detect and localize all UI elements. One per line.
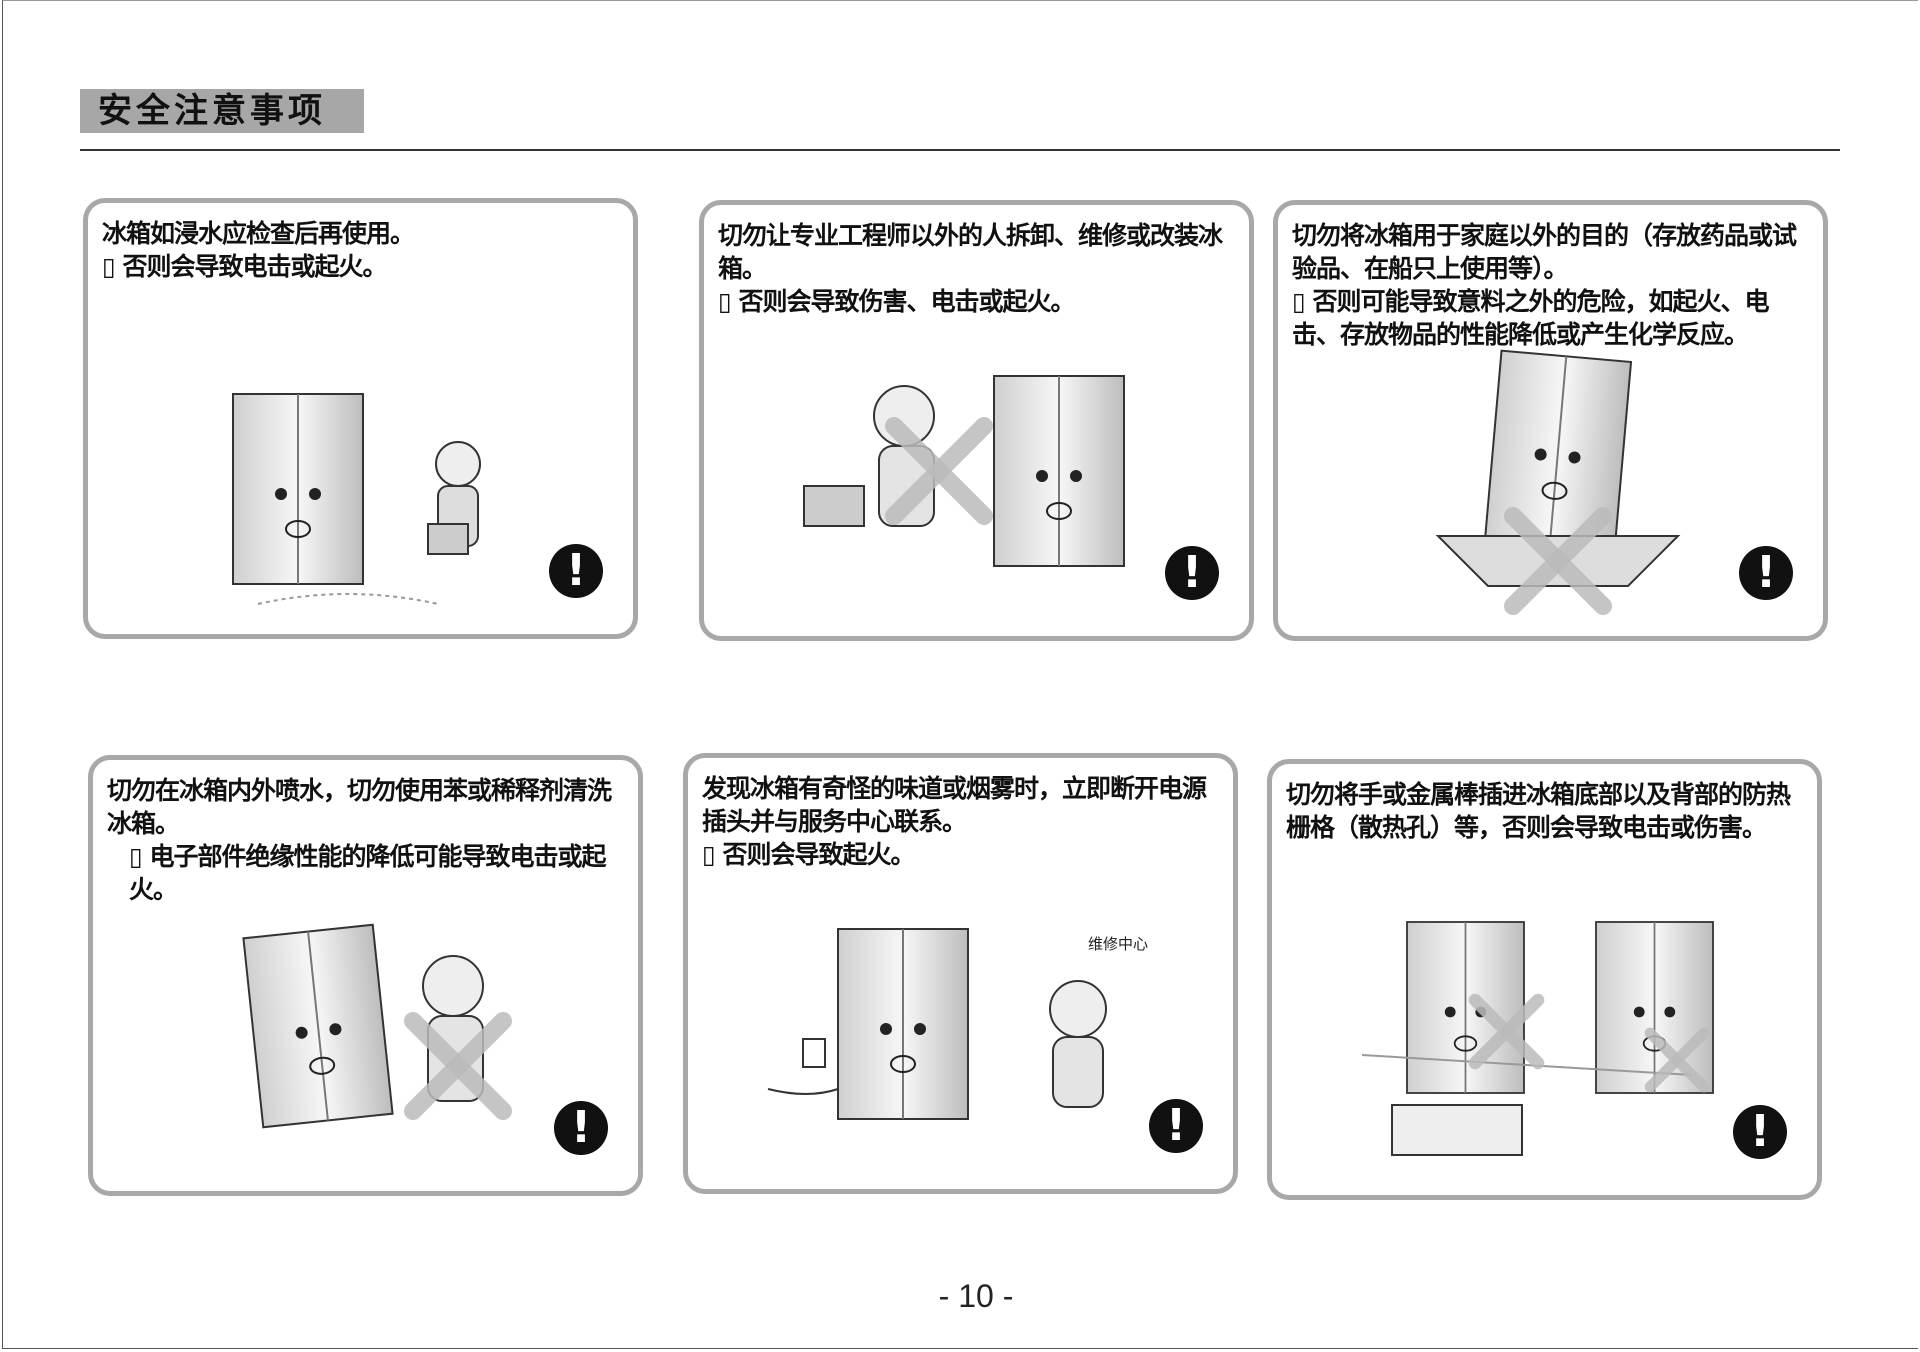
grille-hazard-illustration <box>1361 921 1714 1156</box>
warning-icon: ! <box>1733 1105 1787 1159</box>
spray-water-illustration <box>242 923 648 1129</box>
page-title: 安全注意事项 <box>80 89 364 133</box>
panel-text: ▯ 否则可能导致意料之外的危险，如起火、电击、存放物品的性能降低或产生化学反应。 <box>1292 287 1769 349</box>
panel-text: ▯ 否则会导致伤害、电击或起火。 <box>718 287 1075 316</box>
warning-icon: ! <box>554 1101 608 1155</box>
panel-text: ▯ 否则会导致起火。 <box>702 840 915 869</box>
safety-panel-spray-water: 切勿在冰箱内外喷水，切勿使用苯或稀释剂清洗冰箱。▯ 电子部件绝缘性能的降低可能导… <box>88 755 643 1196</box>
panel-text: 切勿将手或金属棒插进冰箱底部以及背部的防热栅格（散热孔）等，否则会导致电击或伤害… <box>1286 780 1791 842</box>
panel-text: 冰箱如浸水应检查后再使用。 <box>102 219 415 248</box>
boat-fridge-illustration <box>1435 349 1681 636</box>
panel-text: 切勿让专业工程师以外的人拆卸、维修或改装冰箱。 <box>718 221 1223 283</box>
safety-panel-non-home-use: 切勿将冰箱用于家庭以外的目的（存放药品或试验品、在船只上使用等）。▯ 否则可能导… <box>1273 200 1828 641</box>
panel-text: 切勿在冰箱内外喷水，切勿使用苯或稀释剂清洗冰箱。 <box>107 776 612 838</box>
safety-panel-smell-smoke: 发现冰箱有奇怪的味道或烟雾时，立即断开电源插头并与服务中心联系。 ▯ 否则会导致起… <box>683 753 1238 1194</box>
disassembly-illustration <box>803 375 1125 567</box>
panel-text: ▯ 否则会导致电击或起火。 <box>102 252 387 281</box>
service-center-label: 维修中心 <box>1088 935 1148 953</box>
flooded-fridge-illustration <box>232 393 481 605</box>
unplug-fridge-illustration: 维修中心 <box>767 928 1148 1120</box>
safety-panel-flooding: 冰箱如浸水应检查后再使用。 ▯ 否则会导致电击或起火。 ! <box>83 198 638 639</box>
warning-icon: ! <box>1165 546 1219 600</box>
page-number: - 10 - <box>938 1278 1014 1314</box>
panel-text: ▯ 电子部件绝缘性能的降低可能导致电击或起火。 <box>129 842 606 904</box>
panel-text: 发现冰箱有奇怪的味道或烟雾时，立即断开电源插头并与服务中心联系。 <box>702 774 1207 836</box>
warning-icon: ! <box>1739 546 1793 600</box>
panel-text: 切勿将冰箱用于家庭以外的目的（存放药品或试验品、在船只上使用等）。 <box>1292 221 1797 283</box>
warning-icon: ! <box>1149 1099 1203 1153</box>
warning-icon: ! <box>549 544 603 598</box>
safety-panel-disassembly: 切勿让专业工程师以外的人拆卸、维修或改装冰箱。▯ 否则会导致伤害、电击或起火。 … <box>699 200 1254 641</box>
safety-panel-insert-objects: 切勿将手或金属棒插进冰箱底部以及背部的防热栅格（散热孔）等，否则会导致电击或伤害… <box>1267 759 1822 1200</box>
title-divider <box>80 149 1840 151</box>
